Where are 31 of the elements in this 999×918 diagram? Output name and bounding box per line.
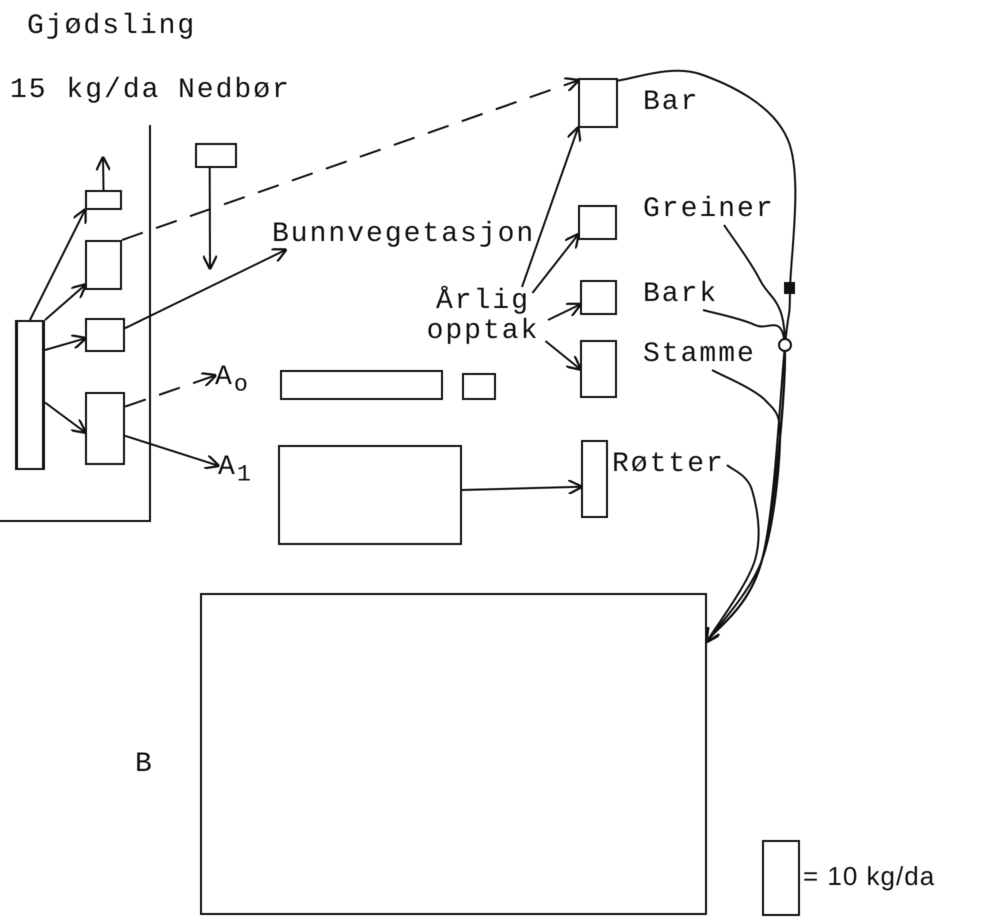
- box-label: Nedbør: [178, 76, 291, 106]
- arrow: [202, 168, 218, 271]
- dashed-arrow: [124, 372, 218, 408]
- arrow: [462, 479, 584, 496]
- arrow: [29, 208, 87, 320]
- arrow: [95, 155, 112, 190]
- dashed-arrow: [122, 76, 580, 241]
- box-label: Bar: [643, 88, 700, 118]
- arrow: [548, 302, 582, 321]
- arrow: [521, 126, 582, 288]
- box-label: A$_{1}$: [218, 453, 253, 491]
- arrow: [124, 434, 220, 470]
- arrow: [705, 464, 760, 644]
- box-label: Bark: [643, 280, 718, 310]
- arrow: [44, 334, 88, 351]
- box-label: Greiner: [643, 195, 775, 225]
- arrow: [44, 402, 88, 434]
- quantity-label: 15 kg/da: [10, 76, 160, 106]
- title: Gjødsling: [27, 12, 196, 42]
- box-label: B: [135, 750, 154, 780]
- box-label: Stamme: [643, 340, 756, 370]
- arrow: [44, 282, 88, 321]
- box-label: A$_{o}$: [215, 363, 250, 401]
- arrow: [544, 340, 582, 371]
- arrow: [532, 232, 580, 294]
- scale-legend: = 10 kg/da: [762, 840, 936, 916]
- box-label: Bunnvegetasjon: [272, 220, 536, 250]
- box-label: Årlig opptak: [426, 287, 540, 347]
- arrow: [705, 369, 782, 644]
- box-label: Røtter: [612, 450, 725, 480]
- arrow: [124, 248, 288, 330]
